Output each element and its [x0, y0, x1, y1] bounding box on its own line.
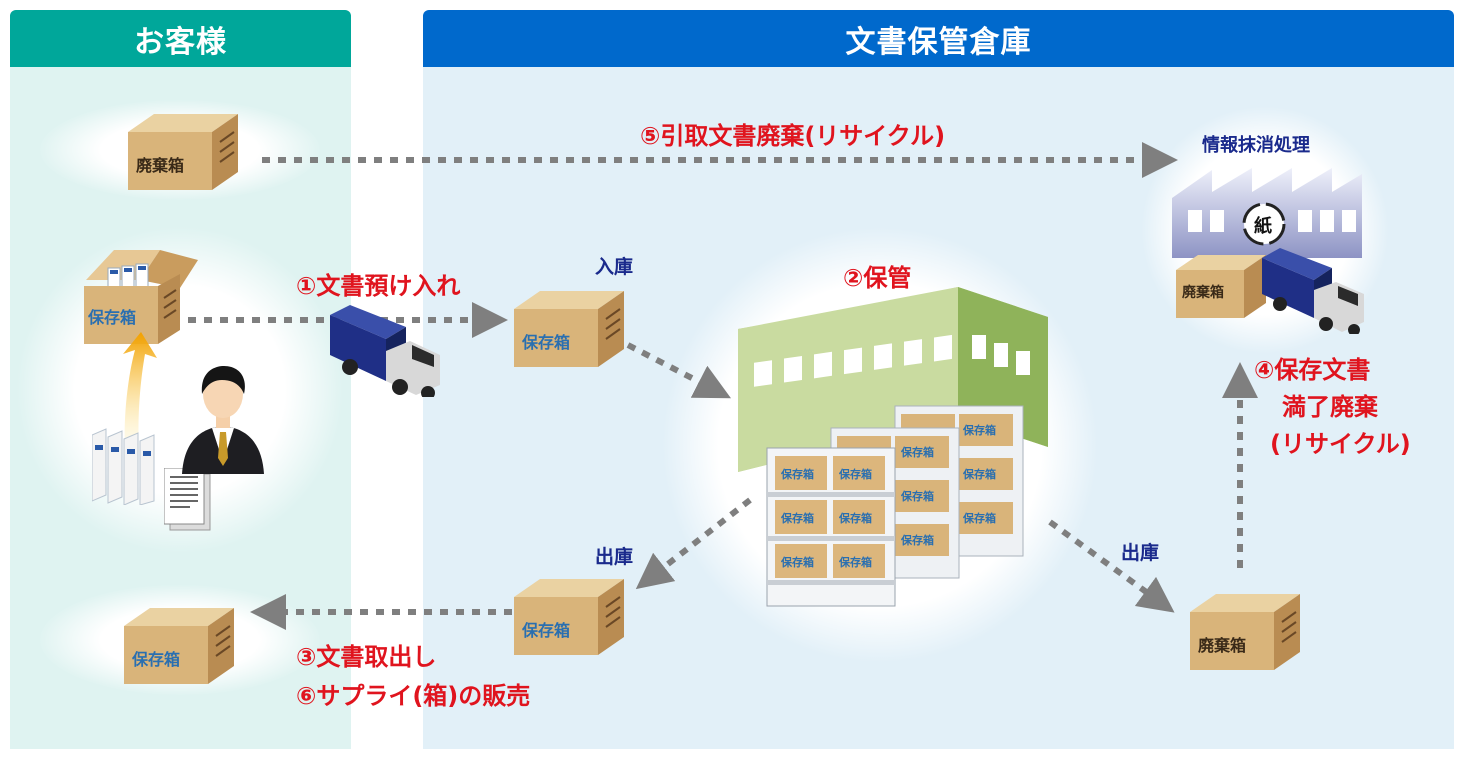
arrow-shukko-left [635, 497, 752, 590]
shukko-right-label: 出庫 [1121, 542, 1160, 564]
shelf-box-label: 保存箱 [838, 467, 872, 481]
file-binders-icon [92, 428, 155, 505]
storage-box-customer: 保存箱 [124, 604, 234, 688]
step2-label: ②保管 [843, 264, 912, 292]
document-icon [164, 468, 211, 531]
step6-label: ⑥サプライ(箱)の販売 [296, 682, 531, 710]
step1-label: ①文書預け入れ [296, 272, 461, 300]
shelf-box-label: 保存箱 [900, 489, 934, 503]
businessman-icon [182, 366, 264, 474]
arrow-shukko-right [1048, 519, 1175, 613]
arrow-nyuko [626, 342, 731, 399]
box-label: 保存箱 [522, 621, 571, 640]
shelf-box-label: 保存箱 [780, 467, 814, 481]
shelf-box-label: 保存箱 [962, 423, 996, 437]
disposal-box-factory: 廃棄箱 [1176, 252, 1266, 322]
delivery-truck-icon [330, 305, 440, 397]
disposal-box-warehouse: 廃棄箱 [1190, 590, 1300, 674]
box-label: 保存箱 [88, 308, 137, 327]
disposal-box-customer: 廃棄箱 [128, 110, 238, 194]
step5-label: ⑤引取文書廃棄(リサイクル) [640, 122, 946, 150]
box-label: 廃棄箱 [1198, 636, 1247, 655]
warehouse-header: 文書保管倉庫 [423, 10, 1454, 67]
erase-label: 情報抹消処理 [1202, 135, 1310, 156]
step4-label-line2: 満了廃棄 [1282, 393, 1378, 421]
nyuko-label: 入庫 [595, 256, 634, 278]
open-storage-box: 保存箱 [80, 240, 200, 354]
step4-label-line3: (リサイクル) [1270, 430, 1411, 458]
shelf-box-label: 保存箱 [900, 445, 934, 459]
box-label: 保存箱 [522, 333, 571, 352]
recycling-factory-icon: 紙 [1172, 168, 1362, 258]
shelf-box-label: 保存箱 [838, 511, 872, 525]
box-label: 廃棄箱 [1182, 285, 1224, 301]
storage-box-nyuko: 保存箱 [514, 287, 624, 371]
step3-label: ③文書取出し [296, 643, 437, 671]
shelf-box-label: 保存箱 [838, 555, 872, 569]
step4-label-line1: ④保存文書 [1254, 356, 1371, 384]
up-arrow-icon [123, 332, 157, 452]
box-label: 保存箱 [132, 650, 181, 669]
recycle-paper-mark: 紙 [1254, 215, 1272, 237]
storage-shelves-icon: 保存箱 保存箱 保存箱 保存箱 保存箱 保存箱 保存箱 保存箱 保存箱 保存箱 … [766, 405, 1024, 607]
customer-header: お客様 [10, 10, 351, 67]
shelf-box-label: 保存箱 [962, 467, 996, 481]
shelf-box-label: 保存箱 [780, 555, 814, 569]
shelf-box-label: 保存箱 [962, 511, 996, 525]
box-label: 廃棄箱 [136, 156, 185, 175]
shelf-box-label: 保存箱 [900, 533, 934, 547]
shukko-left-label: 出庫 [595, 546, 634, 568]
shelf-box-label: 保存箱 [780, 511, 814, 525]
storage-box-shukko: 保存箱 [514, 575, 624, 659]
recycle-truck-icon [1262, 248, 1364, 334]
